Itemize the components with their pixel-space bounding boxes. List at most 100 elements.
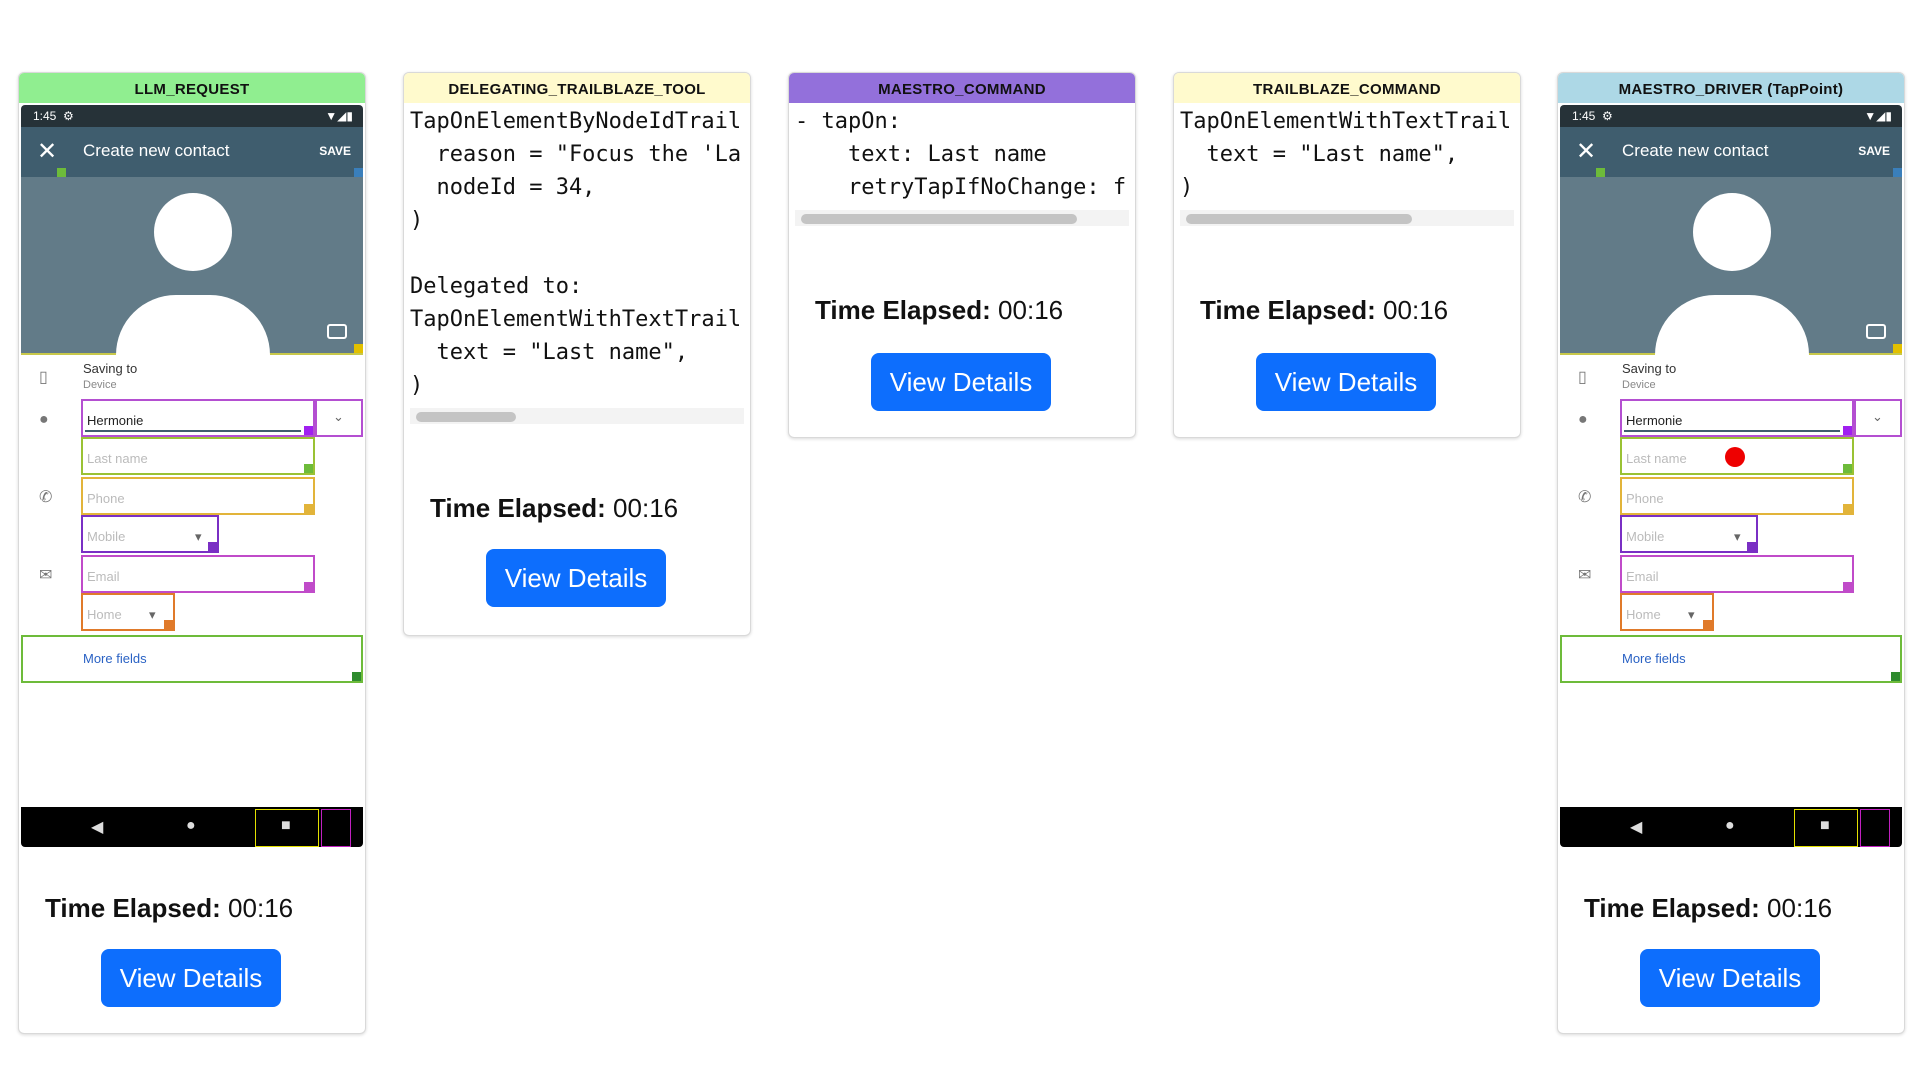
chevron-down-icon: ▾ xyxy=(195,529,202,544)
time-elapsed: Time Elapsed: 00:16 xyxy=(815,295,1064,325)
node-tag xyxy=(1703,620,1712,629)
status-time: 1:45 xyxy=(1572,109,1596,123)
node-tag xyxy=(1891,672,1900,681)
horizontal-scrollbar[interactable] xyxy=(1180,210,1514,226)
node-tag xyxy=(304,504,313,513)
last-name-field: Last name xyxy=(81,437,315,475)
phone-type-dropdown: Mobile ▾ xyxy=(1620,515,1758,553)
name-expand-dropdown: ⌄ xyxy=(315,399,363,437)
avatar-head xyxy=(154,193,232,271)
node-tag xyxy=(304,426,313,435)
view-details-button[interactable]: View Details xyxy=(1640,949,1820,1007)
time-elapsed: Time Elapsed: 00:16 xyxy=(1200,295,1449,325)
more-fields-link: More fields xyxy=(83,651,147,666)
battery-icon: ▼◢▮ xyxy=(1864,109,1892,123)
settings-icon: ⚙ xyxy=(1598,109,1613,123)
node-tag xyxy=(1596,168,1605,177)
camera-icon xyxy=(327,324,347,339)
device-screenshot: 1:45 ⚙ ▼◢▮ ✕ Create new contact SAVE ▯ S… xyxy=(1560,105,1902,847)
app-bar: ✕ Create new contact SAVE xyxy=(1560,127,1902,177)
home-icon: ● xyxy=(186,817,196,834)
camera-icon xyxy=(1866,324,1886,339)
view-details-button[interactable]: View Details xyxy=(1256,353,1436,411)
view-details-button[interactable]: View Details xyxy=(486,549,666,607)
node-tag xyxy=(208,542,217,551)
status-bar: 1:45 ⚙ ▼◢▮ xyxy=(21,105,363,127)
node-tag xyxy=(1843,426,1852,435)
chevron-down-icon: ▾ xyxy=(1688,607,1695,622)
node-tag xyxy=(354,344,363,353)
phone-field: Phone xyxy=(1620,477,1854,515)
status-time: 1:45 xyxy=(33,109,57,123)
card-llm-request: LLM_REQUEST 1:45 ⚙ ▼◢▮ ✕ Create new cont… xyxy=(18,72,366,1034)
time-elapsed: Time Elapsed: 00:16 xyxy=(45,893,294,923)
more-fields-row: More fields xyxy=(21,635,363,683)
time-elapsed: Time Elapsed: 00:16 xyxy=(430,493,679,523)
email-field: Email xyxy=(1620,555,1854,593)
time-elapsed: Time Elapsed: 00:16 xyxy=(1584,893,1833,923)
node-tag xyxy=(1843,582,1852,591)
email-field: Email xyxy=(81,555,315,593)
saving-device-label: Device xyxy=(83,379,117,391)
back-icon: ◀ xyxy=(91,819,104,836)
scrollbar-thumb[interactable] xyxy=(1186,214,1412,224)
card-header: DELEGATING_TRAILBLAZE_TOOL xyxy=(404,73,750,103)
phone-icon: ✆ xyxy=(39,489,53,506)
node-tag xyxy=(304,464,313,473)
nav-bounds xyxy=(1860,809,1890,847)
nav-bar: ◀ ● ■ xyxy=(21,807,363,847)
app-bar: ✕ Create new contact SAVE xyxy=(21,127,363,177)
saving-to-label: Saving to xyxy=(83,361,138,376)
nav-bounds xyxy=(321,809,351,847)
recents-bounds xyxy=(1794,809,1858,847)
more-fields-row: More fields xyxy=(1560,635,1902,683)
code-block: - tapOn: text: Last name retryTapIfNoCha… xyxy=(795,109,1127,200)
save-button: SAVE xyxy=(319,144,351,158)
scrollbar-thumb[interactable] xyxy=(801,214,1077,224)
horizontal-scrollbar[interactable] xyxy=(410,408,744,424)
more-fields-link: More fields xyxy=(1622,651,1686,666)
name-expand-dropdown: ⌄ xyxy=(1854,399,1902,437)
phone-field: Phone xyxy=(81,477,315,515)
recents-icon: ■ xyxy=(1820,817,1830,834)
view-details-button[interactable]: View Details xyxy=(101,949,281,1007)
person-icon: ● xyxy=(39,411,49,428)
view-details-button[interactable]: View Details xyxy=(871,353,1051,411)
email-icon: ✉ xyxy=(39,567,53,584)
avatar-body xyxy=(1655,295,1809,355)
contact-form: ▯ Saving to Device ● Hermonie ⌄ Last nam… xyxy=(21,355,363,819)
code-block: TapOnElementByNodeIdTrail reason = "Focu… xyxy=(410,109,742,398)
back-icon: ◀ xyxy=(1630,819,1643,836)
card-trailblaze-command: TRAILBLAZE_COMMAND TapOnElementWithTextT… xyxy=(1173,72,1521,438)
node-tag xyxy=(352,672,361,681)
node-tag xyxy=(1843,504,1852,513)
card-header: TRAILBLAZE_COMMAND xyxy=(1174,73,1520,103)
avatar-body xyxy=(116,295,270,355)
horizontal-scrollbar[interactable] xyxy=(795,210,1129,226)
node-tag xyxy=(354,168,363,177)
contact-form: ▯ Saving to Device ● Hermonie ⌄ Last nam… xyxy=(1560,355,1902,819)
chevron-down-icon: ⌄ xyxy=(1872,409,1883,424)
tap-point-marker xyxy=(1725,447,1745,467)
status-bar: 1:45 ⚙ ▼◢▮ xyxy=(1560,105,1902,127)
person-icon: ● xyxy=(1578,411,1588,428)
home-icon: ● xyxy=(1725,817,1735,834)
email-type-dropdown: Home ▾ xyxy=(1620,593,1714,631)
scrollbar-thumb[interactable] xyxy=(416,412,516,422)
nav-bar: ◀ ● ■ xyxy=(1560,807,1902,847)
saving-device-label: Device xyxy=(1622,379,1656,391)
code-block: TapOnElementWithTextTrail text = "Last n… xyxy=(1180,109,1512,200)
chevron-down-icon: ▾ xyxy=(1734,529,1741,544)
device-icon: ▯ xyxy=(39,369,48,386)
recents-bounds xyxy=(255,809,319,847)
device-icon: ▯ xyxy=(1578,369,1587,386)
node-tag xyxy=(1893,344,1902,353)
first-name-field: Hermonie xyxy=(81,399,315,437)
card-header: MAESTRO_COMMAND xyxy=(789,73,1135,103)
contact-photo xyxy=(1560,177,1902,355)
battery-icon: ▼◢▮ xyxy=(325,109,353,123)
first-name-field: Hermonie xyxy=(1620,399,1854,437)
chevron-down-icon: ⌄ xyxy=(333,409,344,424)
node-tag xyxy=(1747,542,1756,551)
card-maestro-command: MAESTRO_COMMAND - tapOn: text: Last name… xyxy=(788,72,1136,438)
